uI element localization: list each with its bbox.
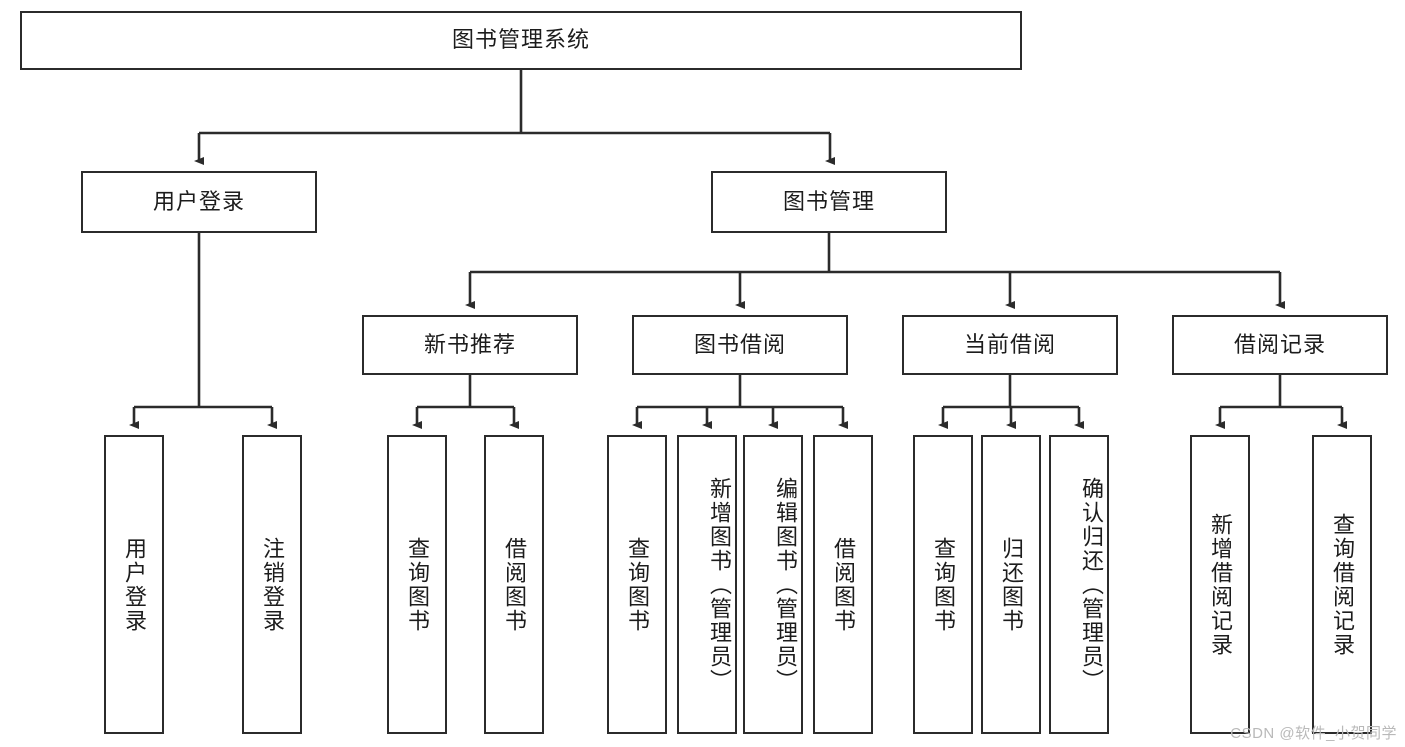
- node-label: 查询图书: [930, 536, 956, 633]
- node-leaf[interactable]: 编辑图书（管理员）: [743, 435, 803, 734]
- node-level2[interactable]: 图书管理: [711, 171, 947, 233]
- node-leaf[interactable]: 借阅图书: [813, 435, 873, 734]
- node-label: 新增图书（管理员）: [707, 476, 732, 693]
- node-label: 查询图书: [624, 536, 650, 633]
- node-label: 图书管理: [782, 188, 875, 214]
- node-label: 用户登录: [121, 536, 147, 633]
- node-leaf[interactable]: 新增借阅记录: [1190, 435, 1250, 734]
- node-leaf[interactable]: 查询图书: [387, 435, 447, 734]
- node-level3[interactable]: 借阅记录: [1172, 315, 1388, 375]
- node-level3[interactable]: 新书推荐: [362, 315, 578, 375]
- node-label: 编辑图书（管理员）: [773, 476, 798, 693]
- node-label: 图书借阅: [693, 331, 786, 357]
- node-label: 借阅记录: [1233, 331, 1326, 357]
- node-leaf[interactable]: 查询图书: [913, 435, 973, 734]
- node-label: 新书推荐: [423, 331, 516, 357]
- node-label: 查询借阅记录: [1329, 512, 1355, 657]
- node-level3[interactable]: 图书借阅: [632, 315, 848, 375]
- node-leaf[interactable]: 用户登录: [104, 435, 164, 734]
- node-leaf[interactable]: 归还图书: [981, 435, 1041, 734]
- node-root[interactable]: 图书管理系统: [20, 11, 1022, 70]
- node-label: 图书管理系统: [451, 27, 590, 53]
- node-leaf[interactable]: 确认归还（管理员）: [1049, 435, 1109, 734]
- watermark-text: CSDN @软件_小贺同学: [1230, 725, 1397, 742]
- node-leaf[interactable]: 查询借阅记录: [1312, 435, 1372, 734]
- node-label: 借阅图书: [501, 536, 527, 633]
- node-label: 注销登录: [259, 536, 285, 633]
- node-label: 当前借阅: [963, 331, 1056, 357]
- node-leaf[interactable]: 借阅图书: [484, 435, 544, 734]
- node-label: 确认归还（管理员）: [1079, 476, 1104, 693]
- node-label: 查询图书: [404, 536, 430, 633]
- node-label: 新增借阅记录: [1207, 512, 1233, 657]
- node-label: 借阅图书: [830, 536, 856, 633]
- node-leaf[interactable]: 注销登录: [242, 435, 302, 734]
- node-level3[interactable]: 当前借阅: [902, 315, 1118, 375]
- node-label: 归还图书: [998, 536, 1024, 633]
- node-leaf[interactable]: 新增图书（管理员）: [677, 435, 737, 734]
- node-leaf[interactable]: 查询图书: [607, 435, 667, 734]
- node-level2[interactable]: 用户登录: [81, 171, 317, 233]
- node-label: 用户登录: [152, 188, 245, 214]
